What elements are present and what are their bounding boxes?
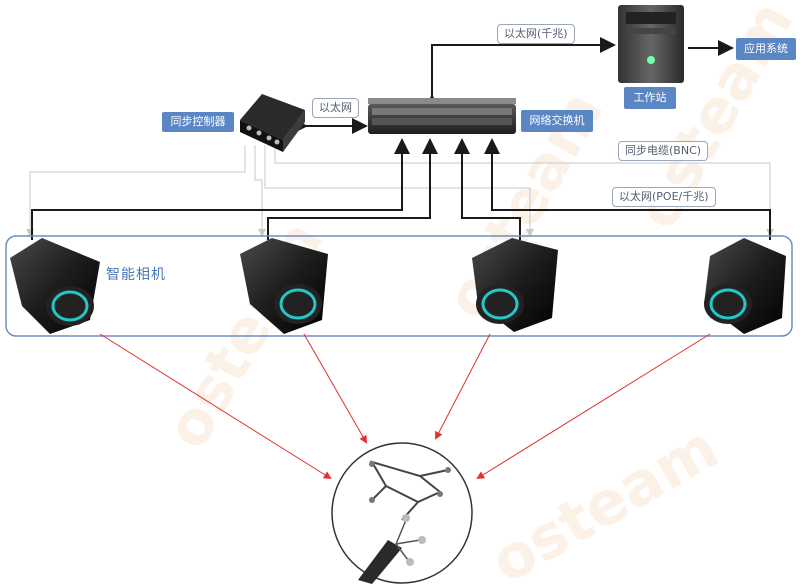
sync-cables — [26, 145, 774, 237]
sync-cable-label: 同步电缆(BNC) — [618, 141, 709, 161]
workstation-label: 工作站 — [624, 87, 676, 109]
network-switch-device — [368, 98, 516, 134]
measurement-lines — [99, 333, 711, 480]
application-system-label: 应用系统 — [736, 38, 796, 60]
camera-3 — [472, 238, 558, 332]
sync-controller-label: 同步控制器 — [162, 112, 234, 132]
camera-1 — [10, 238, 100, 334]
ethernet-cables — [31, 37, 771, 240]
smart-camera-label: 智能相机 — [106, 267, 166, 283]
camera-2 — [240, 238, 328, 334]
target-object — [331, 442, 473, 584]
camera-group-frame — [5, 235, 793, 337]
network-switch-label: 网络交换机 — [521, 110, 593, 132]
ethernet-poe-label: 以太网(POE/千兆) — [612, 187, 716, 207]
sync-controller-device — [240, 94, 305, 152]
camera-4 — [704, 238, 786, 334]
ethernet-label-1: 以太网 — [312, 98, 359, 118]
ethernet-gigabit-label: 以太网(千兆) — [497, 24, 575, 44]
workstation-device — [618, 5, 684, 83]
